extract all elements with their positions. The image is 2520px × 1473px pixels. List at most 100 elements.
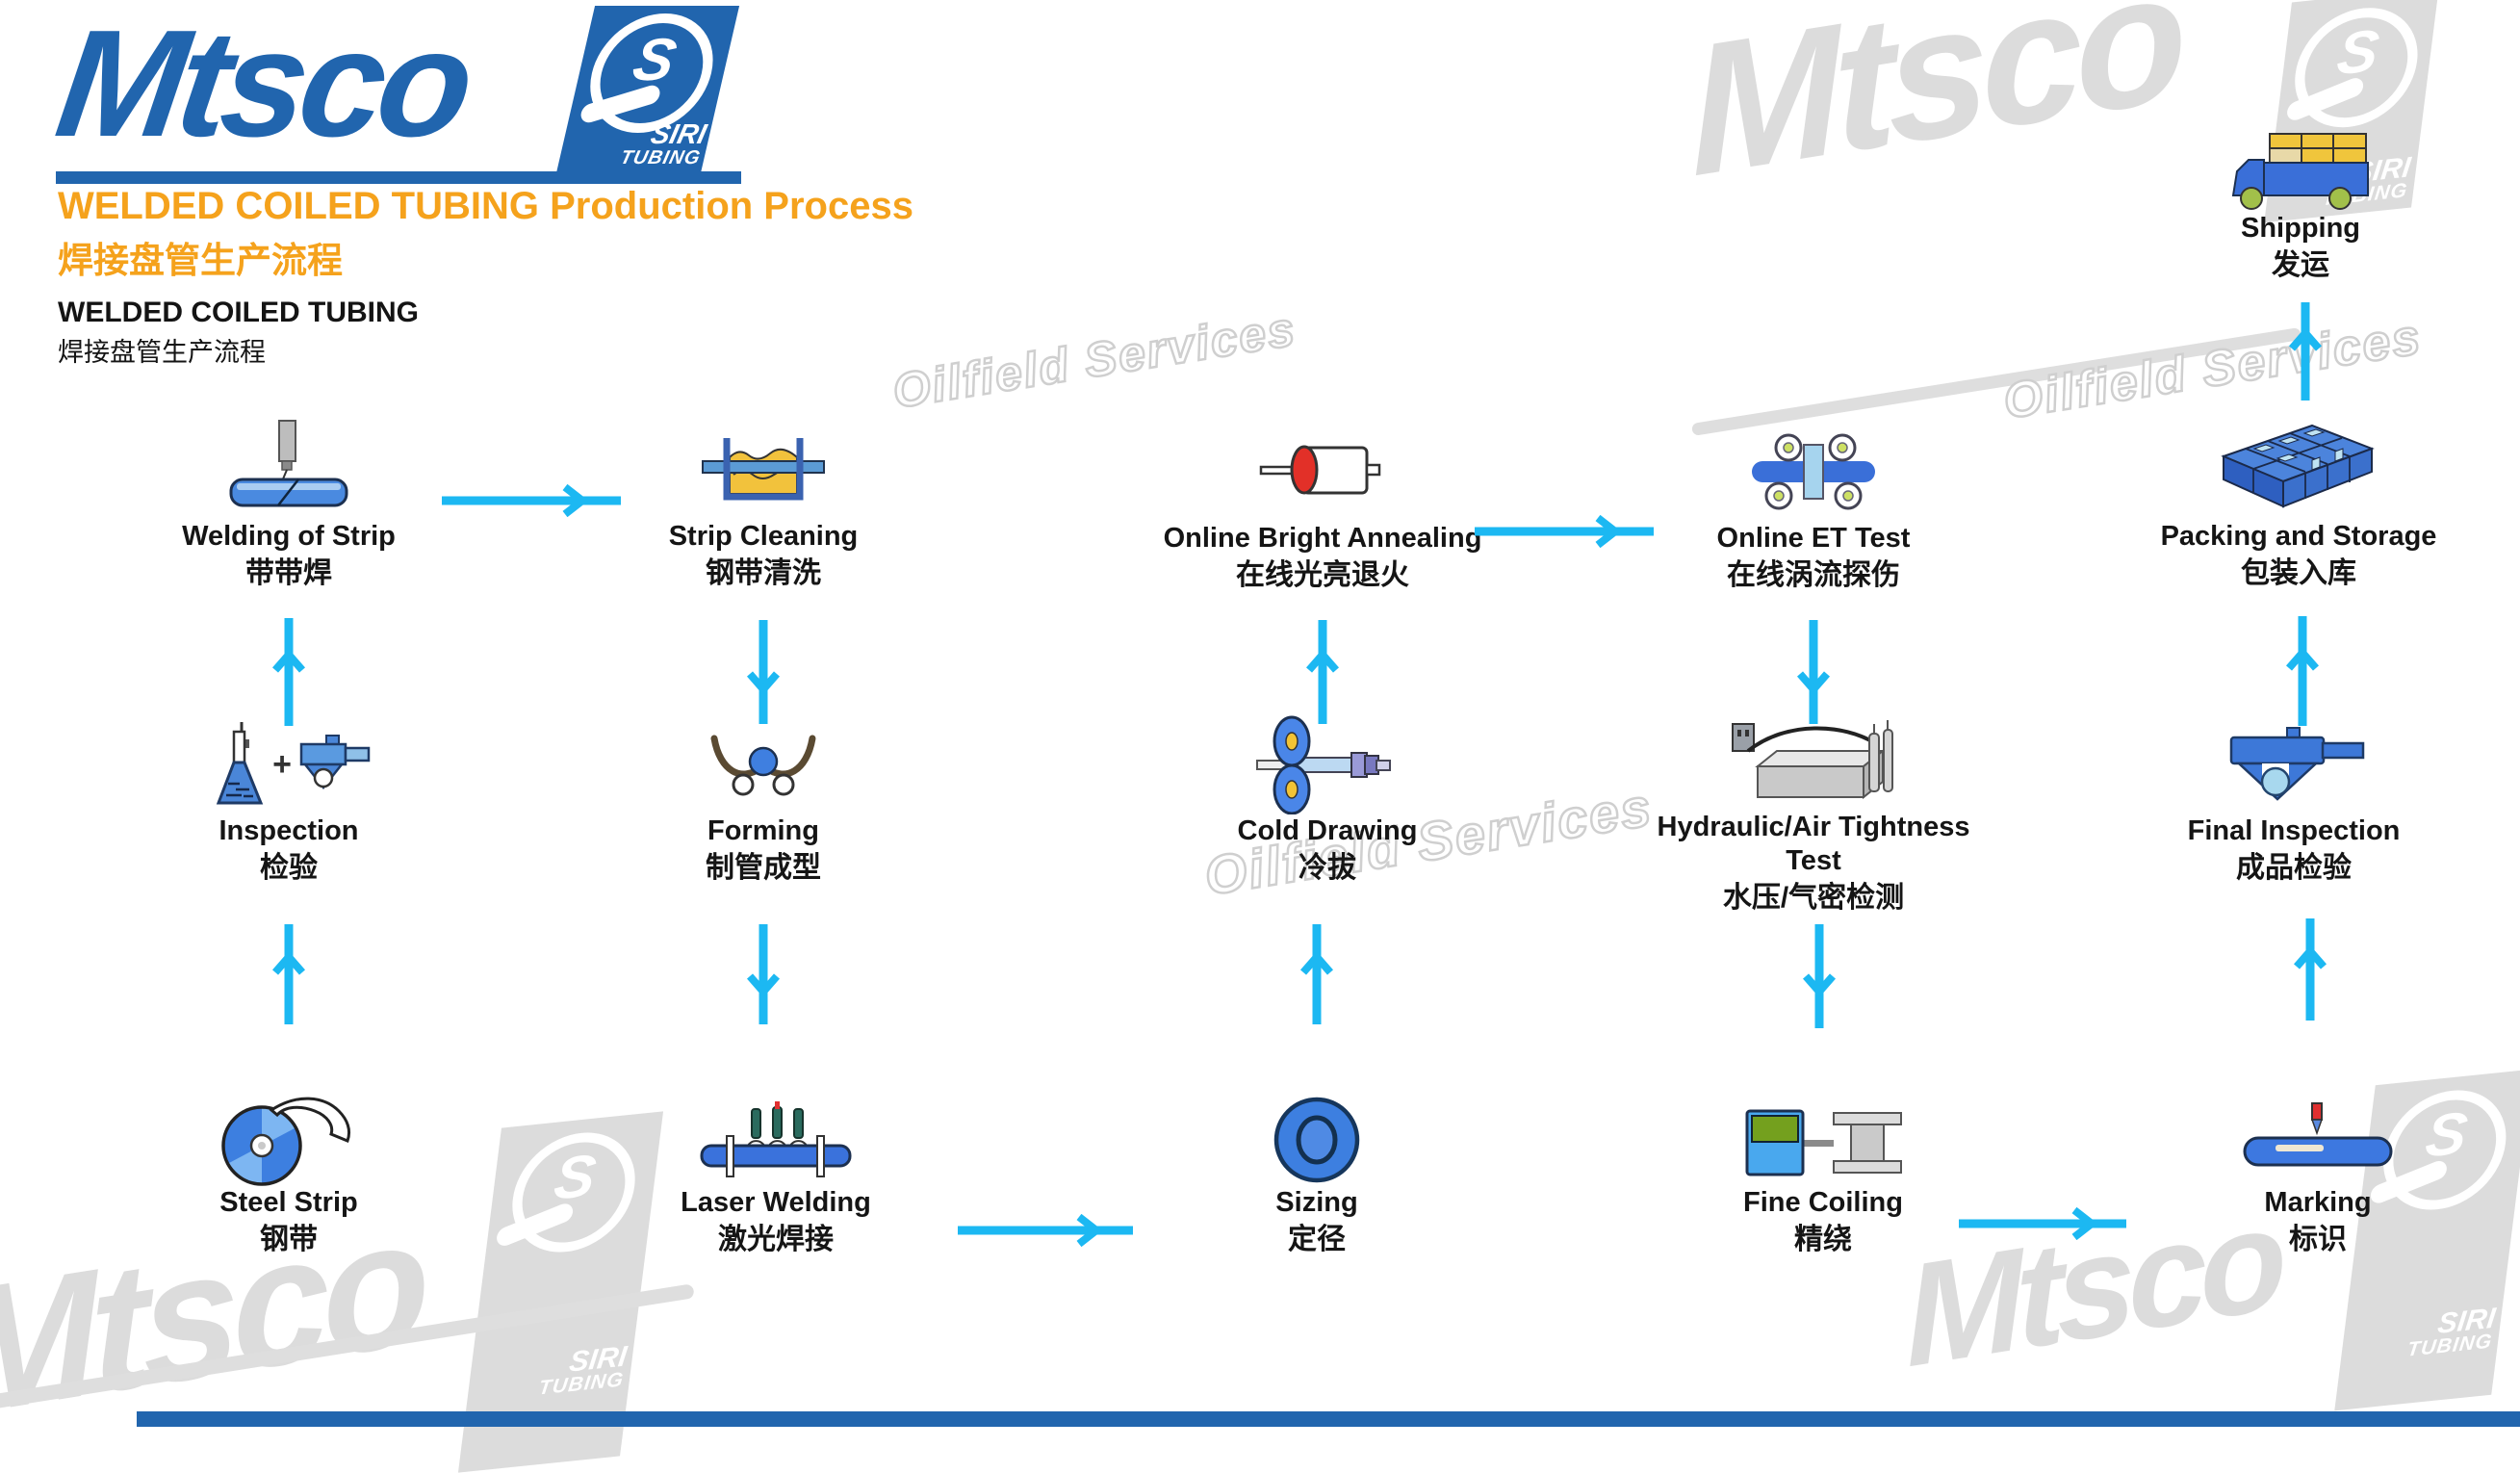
node-label-en: Online Bright Annealing [1163, 523, 1482, 554]
mtsco-watermark-top-right: Mtsco [1684, 0, 2185, 216]
siri-circle-icon [2287, 2, 2425, 134]
arrow-et-test-to-hydraulic-test [1797, 618, 1830, 726]
node-label-zh: 制管成型 [706, 852, 821, 884]
node-label-en: Cold Drawing [1237, 815, 1418, 846]
siri-text: SIRI [2435, 1302, 2498, 1340]
sizing-ring-icon [1172, 1094, 1461, 1186]
node-label-zh: 成品检验 [2236, 852, 2352, 884]
steel-coil-icon [144, 1094, 433, 1186]
arrow-marking-to-final-inspection [2294, 917, 2327, 1022]
node-label-en: Hydraulic/Air Tightness Test [1657, 812, 1970, 876]
node-label-zh: 发运 [2272, 249, 2329, 281]
arrow-inspection-to-welding [272, 616, 305, 728]
node-shipping: Shipping 发运 [2156, 131, 2445, 286]
node-label-en: Online ET Test [1716, 523, 1911, 554]
node-strip-cleaning: Strip Cleaning 钢带清洗 [619, 412, 908, 594]
arrow-sizing-to-cold-drawing [1300, 922, 1333, 1026]
arrow-cleaning-to-forming [747, 618, 780, 726]
node-fine-coiling: Fine Coiling 精绕 [1679, 1094, 1967, 1260]
page-title-zh: 焊接盘管生产流程 [58, 241, 343, 280]
siri-text: SIRI [567, 1340, 630, 1379]
siri-tubing-text: SIRI TUBING [2405, 1302, 2498, 1361]
node-packing-and-storage: Packing and Storage 包装入库 [2125, 412, 2472, 594]
annealing-roller-icon [1149, 422, 1496, 522]
oilfield-watermark-top-center: Oilfield Services [887, 300, 1300, 420]
logo-underline [56, 171, 741, 184]
node-label-zh: 钢带 [260, 1224, 318, 1255]
arrow-steel-strip-to-inspection [272, 922, 305, 1026]
node-sizing: Sizing 定径 [1172, 1094, 1461, 1260]
node-label-zh: 精绕 [1794, 1224, 1852, 1255]
et-test-rollers-icon [1669, 422, 1958, 522]
forming-rollers-icon [619, 714, 908, 814]
page-title-en: WELDED COILED TUBING Production Process [58, 185, 913, 227]
siri-tubing-text: SIRI TUBING [537, 1340, 630, 1400]
welding-torch-icon [144, 412, 433, 520]
siri-text: SIRI [647, 119, 709, 151]
node-label-en: Laser Welding [681, 1187, 871, 1218]
arrow-welding-to-cleaning [440, 484, 623, 517]
node-label-en: Steel Strip [219, 1187, 358, 1218]
inspection-flask-caliper-icon: + [144, 714, 433, 814]
tube-icon [495, 1201, 575, 1250]
cold-drawing-rollers-icon [1183, 714, 1472, 814]
node-final-inspection: Final Inspection 成品检验 [2135, 714, 2453, 889]
micrometer-icon [2135, 714, 2453, 814]
node-laser-welding: Laser Welding 激光焊接 [631, 1094, 920, 1260]
node-online-bright-annealing: Online Bright Annealing 在线光亮退火 [1149, 422, 1496, 596]
node-inspection: + Inspection 检验 [144, 714, 433, 889]
tubing-text: TUBING [2405, 1330, 2494, 1361]
cleaning-tank-icon [619, 412, 908, 520]
arrow-forming-to-laser-welding [747, 922, 780, 1026]
arrow-laser-welding-to-sizing [956, 1214, 1135, 1247]
watermark-swoosh-bottom-left [0, 1283, 695, 1412]
node-steel-strip: Steel Strip 钢带 [144, 1094, 433, 1260]
node-label-zh: 钢带清洗 [706, 557, 821, 589]
node-label-zh: 冷拔 [1299, 852, 1356, 884]
node-label-en: Forming [707, 815, 819, 846]
node-label-zh: 标识 [2289, 1224, 2347, 1255]
node-label-en: Welding of Strip [182, 521, 396, 552]
siri-s-letter: S [627, 27, 682, 93]
arrow-fine-coiling-to-marking [1957, 1207, 2128, 1240]
packed-boxes-icon [2125, 412, 2472, 520]
arrow-packing-to-shipping [2289, 300, 2322, 402]
node-label-en: Final Inspection [2187, 815, 2401, 846]
siri-s-letter: S [2333, 17, 2383, 89]
node-marking: Marking 标识 [2173, 1094, 2462, 1260]
node-label-en: Inspection [219, 815, 359, 846]
coiler-icon [1679, 1094, 1967, 1186]
arrow-hydraulic-test-to-fine-coiling [1803, 922, 1836, 1030]
siri-tubing-emblem: S SIRI TUBING [555, 6, 740, 173]
node-label-zh: 定径 [1288, 1224, 1346, 1255]
bottom-blue-bar [137, 1411, 2520, 1427]
laser-welder-icon [631, 1094, 920, 1186]
tube-icon [2285, 74, 2365, 123]
truck-icon [2156, 131, 2445, 212]
page-subtitle-en: WELDED COILED TUBING [58, 297, 419, 328]
tubing-text: TUBING [537, 1368, 626, 1400]
node-label-zh: 在线涡流探伤 [1727, 559, 1900, 591]
node-label-en: Shipping [2240, 213, 2361, 244]
arrow-final-inspection-to-packing [2286, 614, 2319, 728]
plus-icon: + [272, 745, 292, 783]
arrow-cold-drawing-to-annealing [1306, 618, 1339, 726]
siri-tubing-text: SIRI TUBING [618, 119, 709, 168]
pressure-test-tank-icon [1640, 714, 1987, 811]
arrow-annealing-to-et-test [1473, 515, 1656, 548]
node-label-en: Fine Coiling [1743, 1187, 1903, 1218]
node-label-zh: 水压/气密检测 [1722, 882, 1905, 914]
tubing-text: TUBING [618, 147, 704, 168]
page-subtitle-zh: 焊接盘管生产流程 [58, 338, 266, 367]
siri-circle-icon [504, 1126, 642, 1258]
node-label-zh: 带带焊 [245, 557, 332, 589]
node-label-zh: 激光焊接 [718, 1224, 834, 1255]
node-hydraulic-air-tightness-test: Hydraulic/Air Tightness Test 水压/气密检测 [1640, 714, 1987, 918]
node-label-en: Marking [2264, 1187, 2372, 1218]
node-welding-of-strip: Welding of Strip 带带焊 [144, 412, 433, 594]
node-label-zh: 在线光亮退火 [1236, 559, 1409, 591]
node-label-en: Sizing [1275, 1187, 1358, 1218]
node-online-et-test: Online ET Test 在线涡流探伤 [1669, 422, 1958, 596]
mtsco-logo: Mtsco [47, 0, 477, 168]
marking-pen-icon [2173, 1094, 2462, 1186]
